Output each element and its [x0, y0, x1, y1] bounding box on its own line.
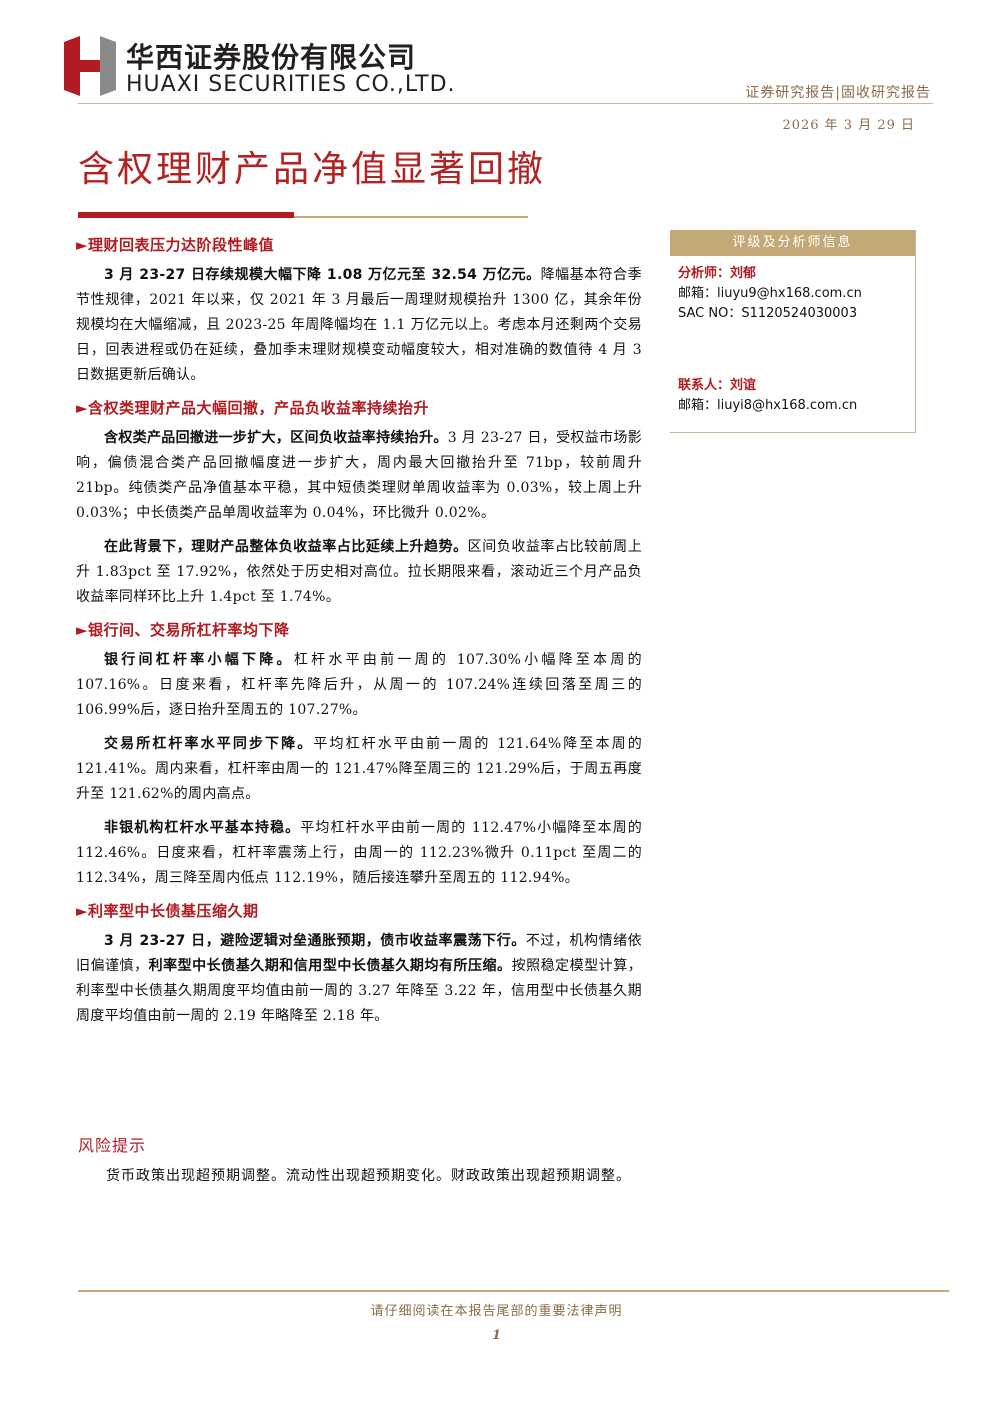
paragraph-lead: 含权类产品回撤进一步扩大，区间负收益率持续抬升。	[104, 430, 448, 446]
paragraph-body: 杠杆水平由前一周的 107.30%小幅降至本周的 107.16%。日度来看，杠杆…	[76, 652, 642, 718]
paragraph: 非银机构杠杆水平基本持稳。平均杠杆水平由前一周的 112.47%小幅降至本周的 …	[76, 816, 642, 891]
footer-divider	[78, 1290, 949, 1292]
section-heading: ►理财回表压力达阶段性峰值	[76, 236, 275, 254]
title-underline-gold	[294, 216, 528, 218]
paragraph-body: 不过，机构情绪依旧偏谨慎，	[76, 933, 642, 974]
page-title: 含权理财产品净值显著回撤	[78, 149, 547, 190]
analyst-info-panel: 评级及分析师信息 分析师：刘郁 邮箱：liuyu9@hx168.com.cn S…	[670, 230, 916, 433]
paragraph-lead-2: 利率型中长债基久期和信用型中长债基久期均有所压缩。	[148, 958, 512, 974]
paragraph-lead: 在此背景下，理财产品整体负收益率占比延续上升趋势。	[104, 539, 468, 555]
huaxi-logo-icon	[64, 36, 116, 96]
section-4: ►利率型中长债基压缩久期 3 月 23-27 日，避险逻辑对垒通胀预期，债市收益…	[76, 900, 642, 1029]
section-heading: ►银行间、交易所杠杆率均下降	[76, 621, 290, 639]
paragraph-lead: 3 月 23-27 日存续规模大幅下降 1.08 万亿元至 32.54 万亿元。	[104, 267, 541, 283]
paragraph-lead: 银行间杠杆率小幅下降。	[104, 652, 294, 668]
contact-email[interactable]: 邮箱：liuyi8@hx168.com.cn	[678, 398, 858, 413]
section-1: ►理财回表压力达阶段性峰值 3 月 23-27 日存续规模大幅下降 1.08 万…	[76, 234, 642, 388]
section-3: ►银行间、交易所杠杆率均下降 银行间杠杆率小幅下降。杠杆水平由前一周的 107.…	[76, 619, 642, 891]
paragraph: 含权类产品回撤进一步扩大，区间负收益率持续抬升。3 月 23-27 日，受权益市…	[76, 426, 642, 526]
paragraph: 在此背景下，理财产品整体负收益率占比延续上升趋势。区间负收益率占比较前周上升 1…	[76, 535, 642, 610]
title-underline-red	[78, 212, 294, 218]
contact-name: 联系人：刘谊	[678, 378, 757, 393]
paragraph-body: 3 月 23-27 日，受权益市场影响，偏债混合类产品回撤幅度进一步扩大，周内最…	[76, 430, 642, 521]
paragraph-lead: 交易所杠杆率水平同步下降。	[104, 736, 314, 752]
company-name-cn: 华西证券股份有限公司	[126, 41, 417, 74]
company-logo: 华西证券股份有限公司 HUAXI SECURITIES CO.,LTD.	[60, 32, 460, 102]
paragraph-lead: 3 月 23-27 日，避险逻辑对垒通胀预期，债市收益率震荡下行。	[104, 933, 526, 949]
section-heading: ►含权类理财产品大幅回撤，产品负收益率持续抬升	[76, 399, 430, 417]
analyst-panel-heading: 评级及分析师信息	[670, 230, 915, 256]
paragraph-lead: 非银机构杠杆水平基本持稳。	[104, 820, 301, 836]
paragraph: 3 月 23-27 日，避险逻辑对垒通胀预期，债市收益率震荡下行。不过，机构情绪…	[76, 929, 642, 1029]
paragraph: 交易所杠杆率水平同步下降。平均杠杆水平由前一周的 121.64%降至本周的 12…	[76, 732, 642, 807]
section-2: ►含权类理财产品大幅回撤，产品负收益率持续抬升 含权类产品回撤进一步扩大，区间负…	[76, 397, 642, 610]
paragraph-body: 区间负收益率占比较前周上升 1.83pct 至 17.92%，依然处于历史相对高…	[76, 539, 642, 605]
section-heading: ►利率型中长债基压缩久期	[76, 902, 259, 920]
company-name-en: HUAXI SECURITIES CO.,LTD.	[126, 72, 456, 97]
paragraph: 银行间杠杆率小幅下降。杠杆水平由前一周的 107.30%小幅降至本周的 107.…	[76, 648, 642, 723]
analyst-email[interactable]: 邮箱：liuyu9@hx168.com.cn	[678, 286, 862, 301]
paragraph-body-2: 按照稳定模型计算，利率型中长债基久期周度平均值由前一周的 3.27 年降至 3.…	[76, 958, 643, 1024]
paragraph: 3 月 23-27 日存续规模大幅下降 1.08 万亿元至 32.54 万亿元。…	[76, 263, 642, 388]
paragraph-body: 降幅基本符合季节性规律，2021 年以来，仅 2021 年 3 月最后一周理财规…	[76, 267, 642, 383]
main-content: ►理财回表压力达阶段性峰值 3 月 23-27 日存续规模大幅下降 1.08 万…	[76, 234, 642, 1038]
analyst-name: 分析师：刘郁	[678, 266, 757, 281]
header-divider	[78, 103, 933, 104]
report-type: 证券研究报告|固收研究报告	[745, 85, 931, 101]
paragraph-body: 平均杠杆水平由前一周的 121.64%降至本周的 121.41%。周内来看，杠杆…	[76, 736, 642, 802]
risk-section: 风险提示 货币政策出现超预期调整。流动性出现超预期变化。财政政策出现超预期调整。	[78, 1132, 644, 1189]
analyst-sac-no: SAC NO：S1120524030003	[678, 306, 858, 321]
footer-disclaimer: 请仔细阅读在本报告尾部的重要法律声明	[370, 1304, 623, 1319]
paragraph-body: 平均杠杆水平由前一周的 112.47%小幅降至本周的 112.46%。日度来看，…	[76, 820, 642, 886]
risk-title: 风险提示	[78, 1136, 147, 1155]
page-number: 1	[491, 1328, 502, 1343]
risk-text: 货币政策出现超预期调整。流动性出现超预期变化。财政政策出现超预期调整。	[106, 1168, 631, 1184]
report-date: 2026 年 3 月 29 日	[782, 118, 915, 133]
